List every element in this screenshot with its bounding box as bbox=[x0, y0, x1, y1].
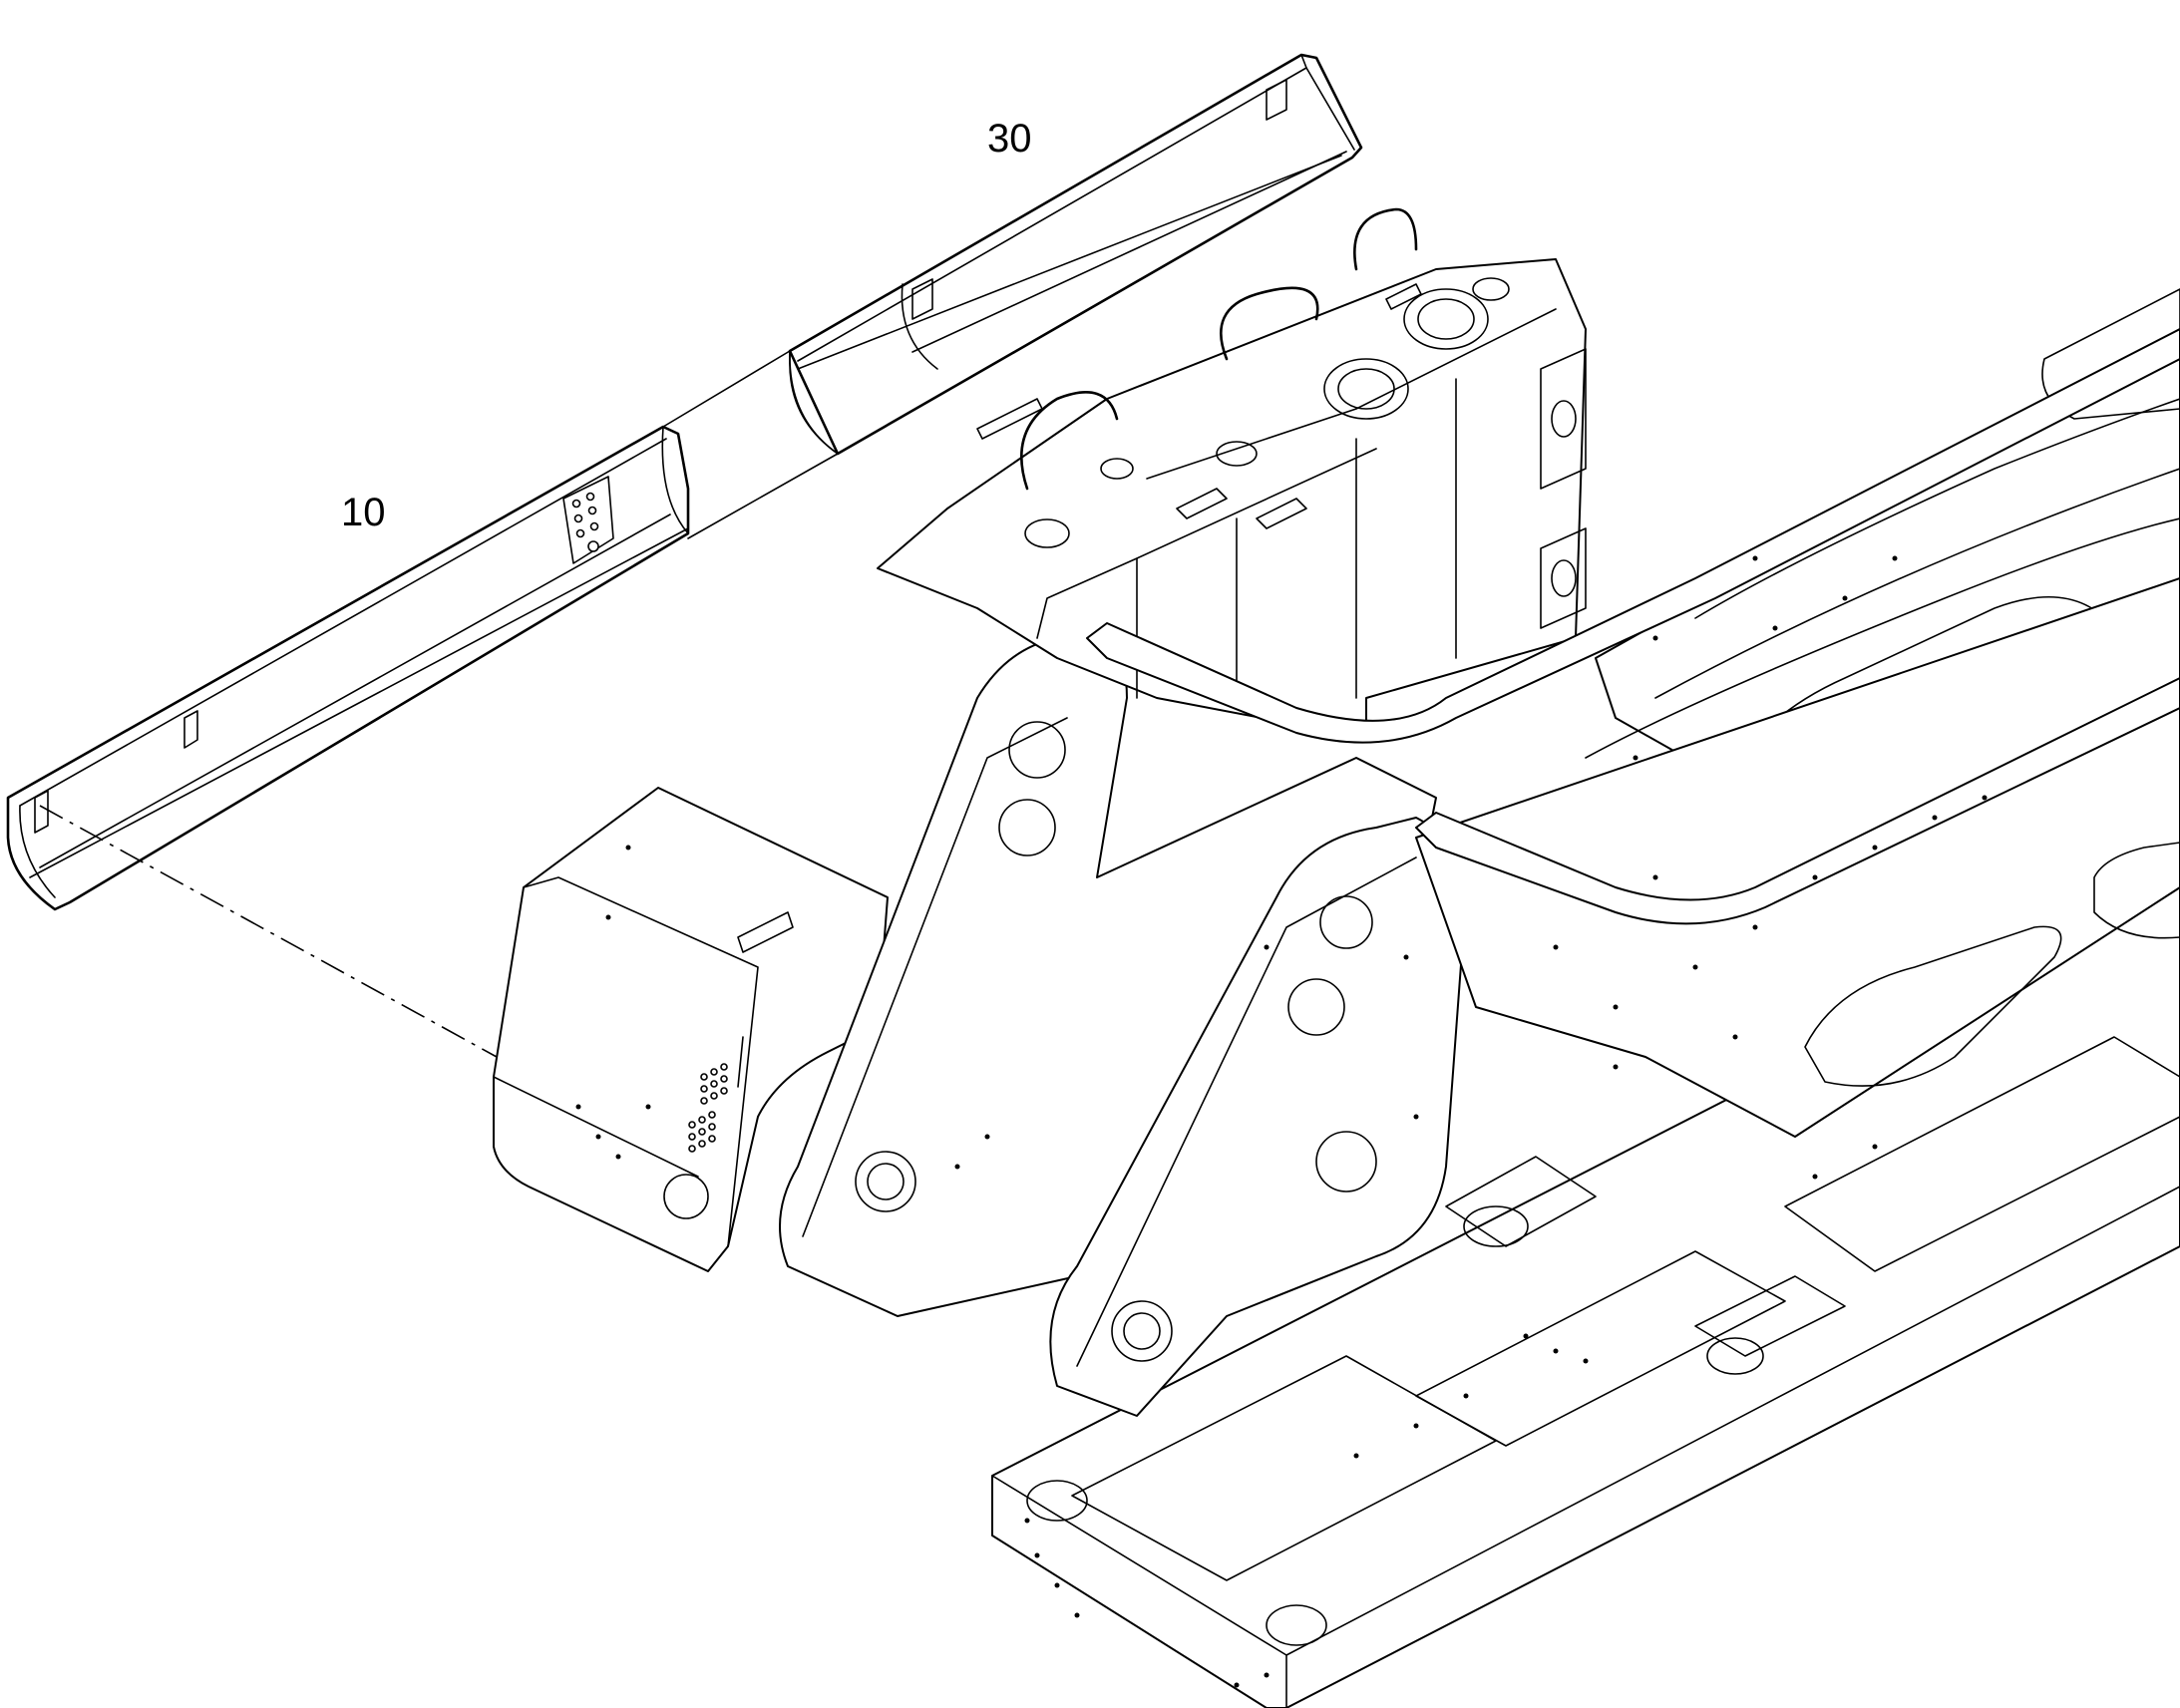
callout-10: 10 bbox=[341, 491, 386, 534]
callout-30: 30 bbox=[987, 117, 1032, 161]
part-10-rail-segment bbox=[6, 350, 839, 911]
main-frame-assembly bbox=[493, 207, 2180, 1708]
assembly-centerline bbox=[39, 805, 498, 1058]
